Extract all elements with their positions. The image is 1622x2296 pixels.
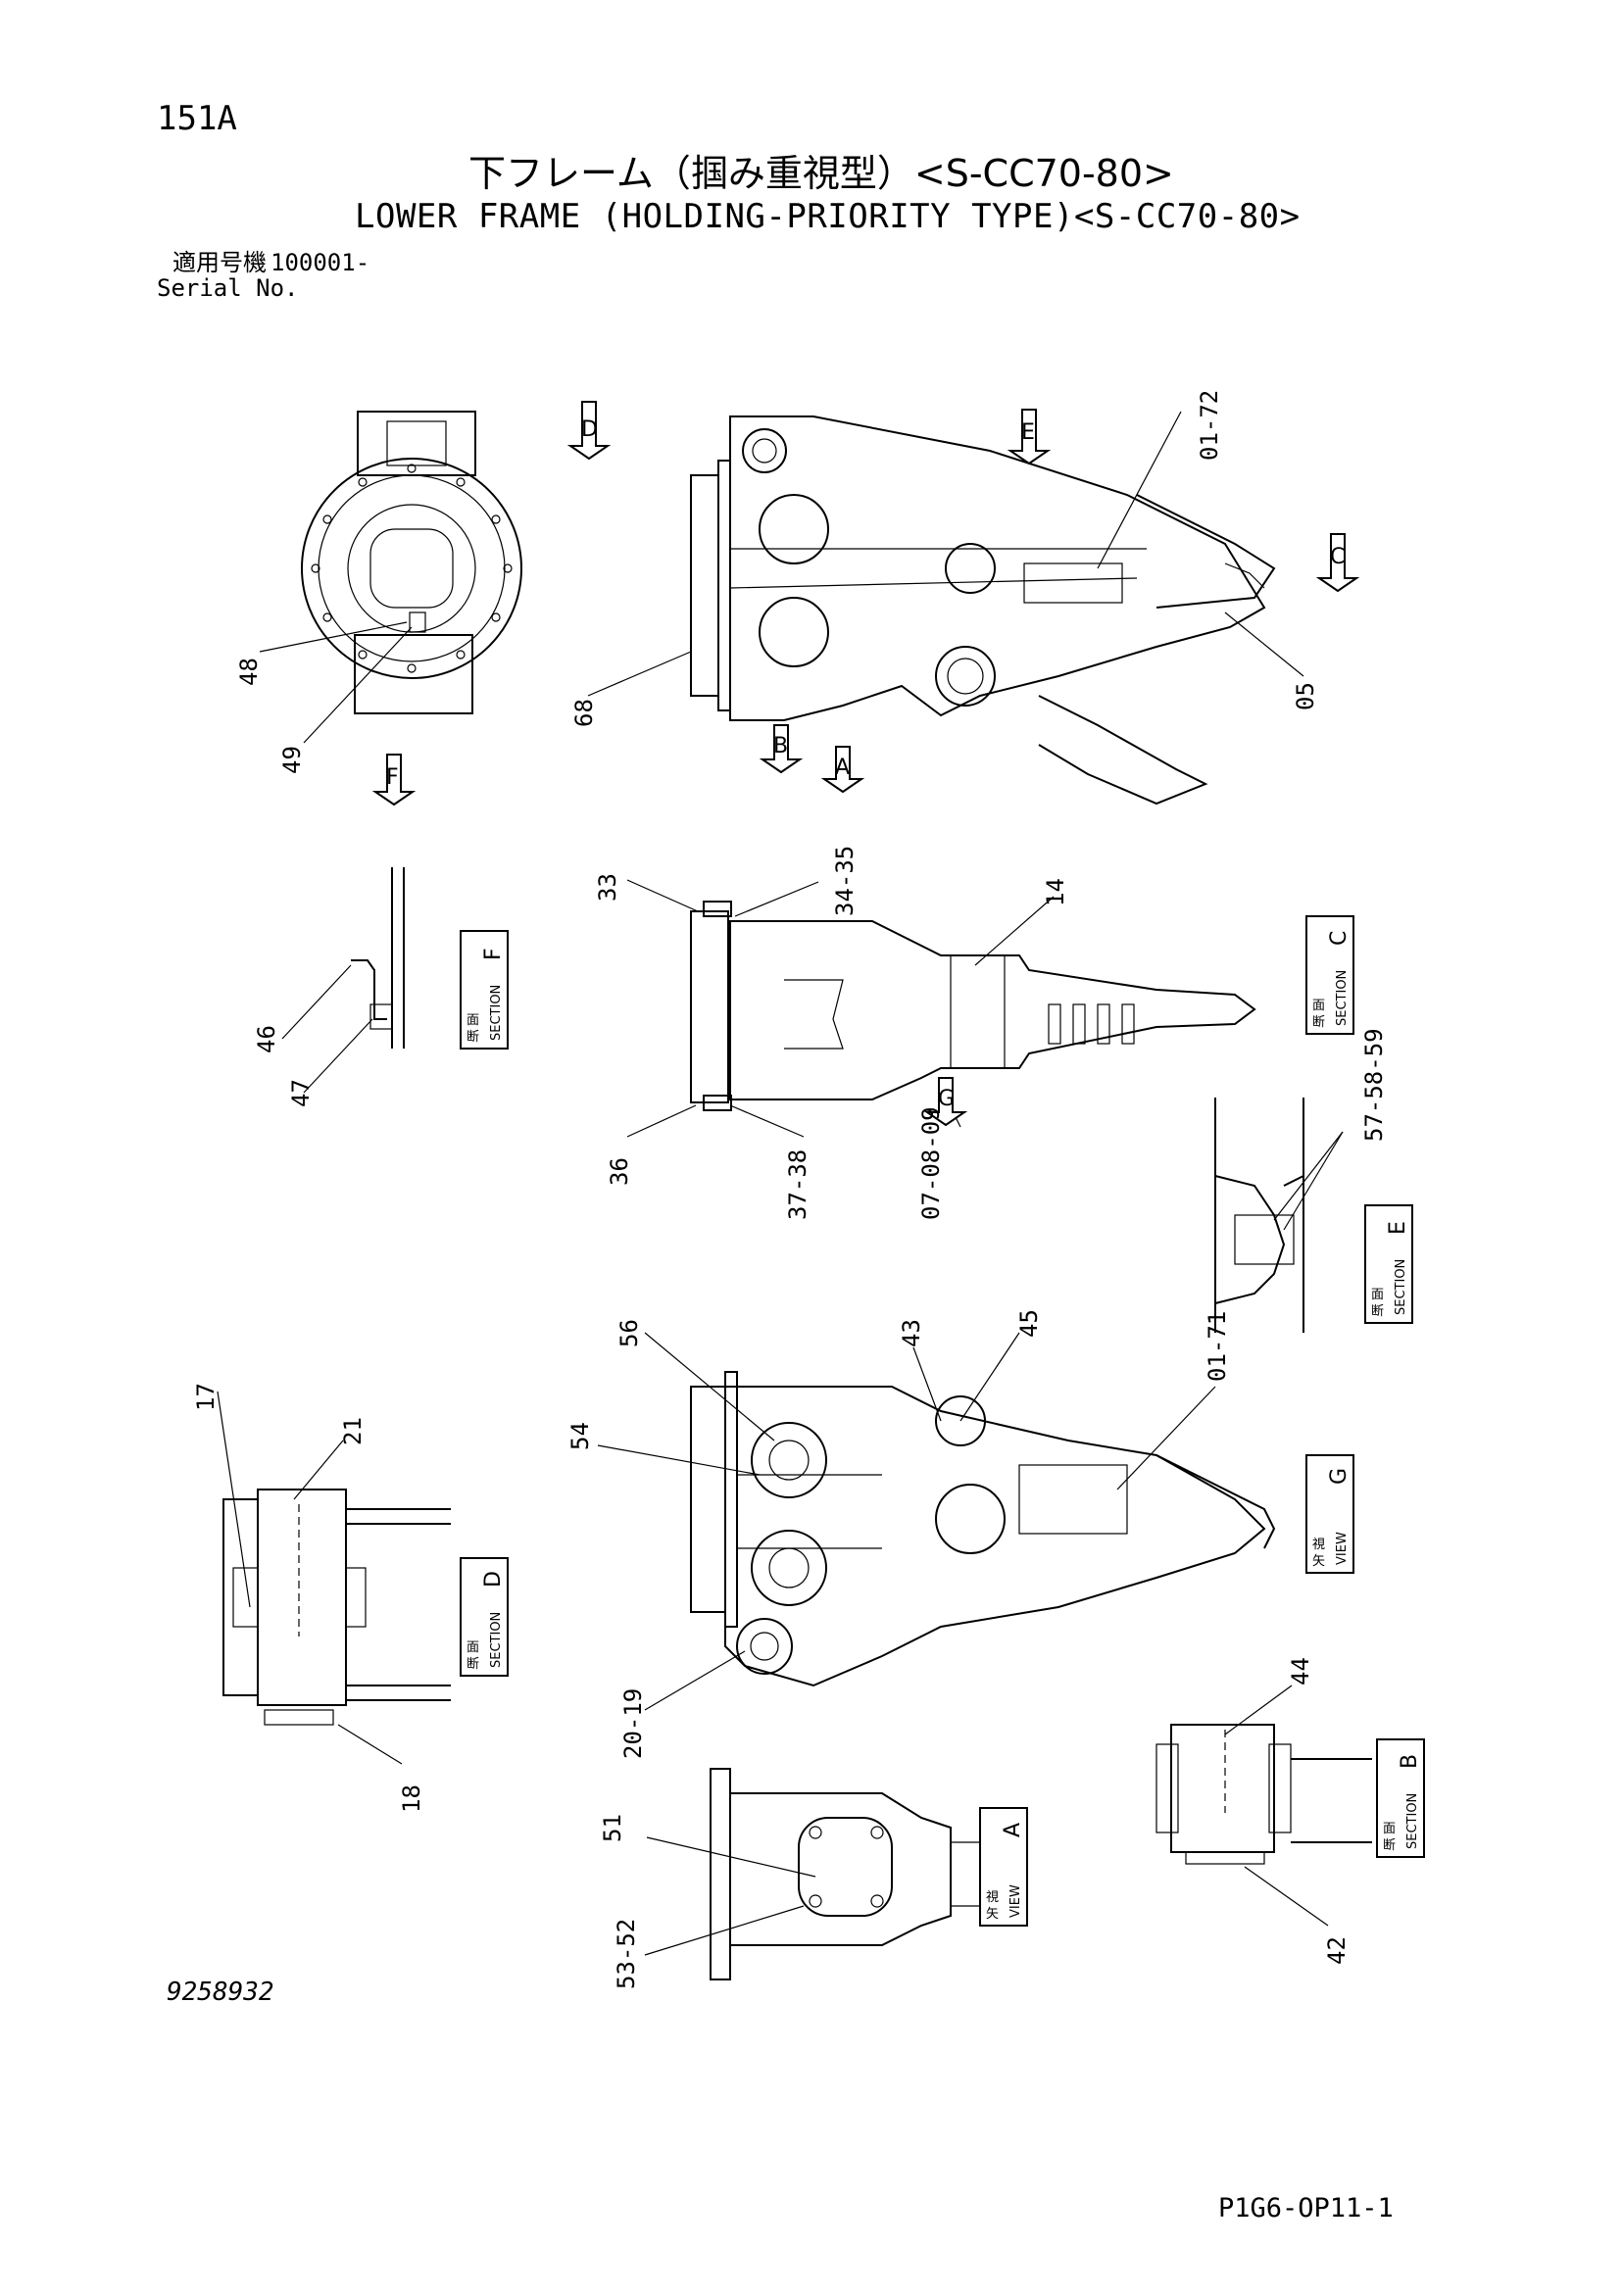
leader-lines xyxy=(217,411,1344,1956)
title-japanese: 下フレーム（掴み重視型）<S-CC70-80> xyxy=(468,152,1174,195)
part-label-46: 46 xyxy=(253,1025,280,1053)
section-word: SECTION xyxy=(489,985,504,1041)
view-arrow-e xyxy=(1007,409,1052,465)
section-letter-b: B xyxy=(1398,1754,1422,1769)
part-label-18: 18 xyxy=(398,1784,425,1813)
section-jp-2: 面 xyxy=(1383,1822,1396,1836)
section-b-view xyxy=(1155,1724,1372,1865)
drawing-number: 9258932 xyxy=(167,1978,274,2007)
view-arrow-c xyxy=(1315,533,1360,593)
main-side-view xyxy=(690,415,1276,806)
section-word: SECTION xyxy=(1394,1259,1408,1315)
part-label-45: 45 xyxy=(1015,1309,1043,1338)
part-label-68: 68 xyxy=(570,699,598,727)
section-f-view xyxy=(351,867,405,1049)
part-label-44: 44 xyxy=(1287,1657,1314,1685)
view-word: VIEW xyxy=(1008,1884,1023,1918)
section-jp-2: 面 xyxy=(467,1640,479,1655)
section-d-view xyxy=(222,1489,451,1726)
arrow-letter-a: A xyxy=(835,756,850,780)
view-arrow-a xyxy=(820,746,865,794)
part-number-labels: 48 49 68 01-72 05 33 34-35 14 46 47 36 3… xyxy=(192,390,1388,1989)
view-a-box xyxy=(979,1807,1028,1927)
reference-code: P1G6-OP11-1 xyxy=(1218,2193,1394,2223)
arrow-letter-g: G xyxy=(938,1087,955,1111)
part-label-42: 42 xyxy=(1323,1936,1351,1965)
section-jp-1: 断 xyxy=(1371,1304,1384,1319)
part-label-05: 05 xyxy=(1292,682,1319,710)
view-arrow-g xyxy=(923,1077,968,1127)
view-arrows: D E C F B A G xyxy=(371,401,1360,1127)
view-a xyxy=(710,1768,980,1980)
part-label-53-52: 53-52 xyxy=(613,1919,640,1989)
section-e-box xyxy=(1364,1204,1413,1324)
view-arrow-b xyxy=(759,724,804,774)
part-label-48: 48 xyxy=(235,658,263,686)
arrow-letter-b: B xyxy=(773,734,788,758)
part-label-07-08-09: 07-08-09 xyxy=(917,1106,945,1220)
section-f-box xyxy=(460,930,509,1050)
serial-value: 100001- xyxy=(270,249,370,276)
section-b-box xyxy=(1376,1738,1425,1858)
serial-label-english: Serial No. xyxy=(157,274,299,302)
section-jp-1: 断 xyxy=(1312,1015,1325,1030)
view-jp-2: 視 xyxy=(986,1890,999,1905)
part-label-34-35: 34-35 xyxy=(831,846,859,916)
part-label-51: 51 xyxy=(599,1814,626,1842)
section-c-view xyxy=(690,901,1256,1111)
part-label-21: 21 xyxy=(339,1417,367,1445)
section-letter-f: F xyxy=(481,948,506,960)
part-label-17: 17 xyxy=(192,1383,220,1411)
section-word: SECTION xyxy=(489,1612,504,1668)
part-label-43: 43 xyxy=(898,1319,925,1347)
arrow-letter-c: C xyxy=(1330,545,1345,569)
section-c-box xyxy=(1305,915,1354,1035)
part-label-49: 49 xyxy=(278,746,306,774)
arrow-letter-d: D xyxy=(581,417,598,442)
section-e-view xyxy=(1214,1098,1304,1333)
arrow-letter-e: E xyxy=(1021,420,1035,445)
view-arrow-d xyxy=(566,401,612,461)
section-word: SECTION xyxy=(1405,1793,1420,1849)
view-arrow-f xyxy=(371,754,417,806)
section-letter-e: E xyxy=(1386,1221,1410,1235)
arrow-letter-f: F xyxy=(386,765,399,790)
title-english: LOWER FRAME (HOLDING-PRIORITY TYPE)<S-CC… xyxy=(355,197,1301,236)
round-plate-view xyxy=(301,411,522,714)
section-letter-c: C xyxy=(1327,931,1352,946)
part-label-01-72: 01-72 xyxy=(1196,390,1223,461)
part-label-57-58-59: 57-58-59 xyxy=(1360,1028,1388,1142)
section-jp-2: 面 xyxy=(1371,1288,1384,1302)
part-label-37-38: 37-38 xyxy=(784,1149,811,1220)
part-label-14: 14 xyxy=(1042,878,1069,906)
section-label-boxes: 断 面 SECTION F 断 面 SECTION C 断 面 SECTION … xyxy=(460,915,1425,1927)
section-letter-d: D xyxy=(481,1571,506,1588)
view-letter-a: A xyxy=(1001,1823,1025,1837)
view-jp-1: 矢 xyxy=(1312,1554,1325,1569)
section-word: SECTION xyxy=(1335,970,1350,1026)
part-label-36: 36 xyxy=(606,1157,633,1186)
section-jp-1: 断 xyxy=(467,1657,479,1672)
view-letter-g: G xyxy=(1327,1468,1352,1485)
section-d-box xyxy=(460,1557,509,1677)
view-g-box xyxy=(1305,1454,1354,1574)
part-label-01-71: 01-71 xyxy=(1204,1311,1231,1382)
section-jp-2: 面 xyxy=(1312,999,1325,1013)
view-jp-2: 視 xyxy=(1312,1538,1325,1552)
section-jp-1: 断 xyxy=(1383,1838,1396,1853)
part-label-33: 33 xyxy=(594,873,621,902)
part-label-47: 47 xyxy=(287,1079,315,1107)
part-label-20-19: 20-19 xyxy=(619,1688,647,1759)
view-word: VIEW xyxy=(1335,1532,1350,1565)
view-jp-1: 矢 xyxy=(986,1907,999,1922)
serial-label-japanese: 適用号機 xyxy=(172,249,267,276)
part-label-56: 56 xyxy=(615,1319,643,1347)
part-label-54: 54 xyxy=(566,1422,594,1450)
section-jp-2: 面 xyxy=(467,1013,479,1028)
section-jp-1: 断 xyxy=(467,1030,479,1045)
page-number: 151A xyxy=(157,99,237,138)
main-view-g xyxy=(690,1371,1276,1687)
